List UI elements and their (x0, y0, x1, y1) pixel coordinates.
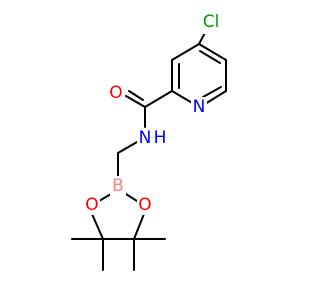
bond-b-o-right (125, 193, 138, 202)
bond-n-ch2 (117, 141, 138, 154)
left-ring-oxygen-label: O (85, 195, 98, 215)
right-ring-oxygen-atom: O (137, 195, 153, 215)
carbonyl-oxygen-atom: O (108, 83, 124, 103)
carbonyl-oxygen-label: O (109, 83, 122, 103)
molecule-structure: Cl O N N H B O (71, 12, 227, 271)
pyridine-nitrogen-atom: N (191, 97, 207, 117)
bond-c2-n1 (171, 90, 195, 105)
bond-n1-c6 (204, 90, 227, 105)
bond-o-right-c (133, 213, 145, 240)
boron-label: B (112, 176, 124, 196)
left-ring-oxygen-atom: O (84, 195, 100, 215)
bond-c2-carbonyl (144, 90, 173, 108)
right-ring-oxygen-label: O (138, 195, 151, 215)
molecule-diagram: Cl O N N H B O (71, 12, 227, 271)
amide-nitrogen-label: N (139, 128, 152, 148)
amide-nitrogen-atom: N H (137, 128, 167, 148)
pyridine-nitrogen-label: N (193, 97, 206, 117)
atom-labels: Cl O N N H B O (84, 12, 223, 215)
bond-c5-c4-double (199, 50, 221, 64)
amide-hydrogen-label: H (154, 128, 167, 148)
chlorine-label: Cl (203, 12, 220, 32)
bond-carbonyl-o-double (128, 90, 144, 101)
chlorine-atom: Cl (199, 12, 223, 34)
bond-b-o-left (98, 193, 112, 202)
bond-c4-c3 (171, 43, 200, 61)
bond-carbonyl-o (125, 95, 146, 108)
boron-atom: B (110, 176, 126, 196)
bond-o-left-c (91, 213, 104, 240)
bond-n1-c6-double (202, 86, 222, 98)
bonds (71, 28, 227, 271)
bond-c5-c4 (198, 43, 227, 61)
